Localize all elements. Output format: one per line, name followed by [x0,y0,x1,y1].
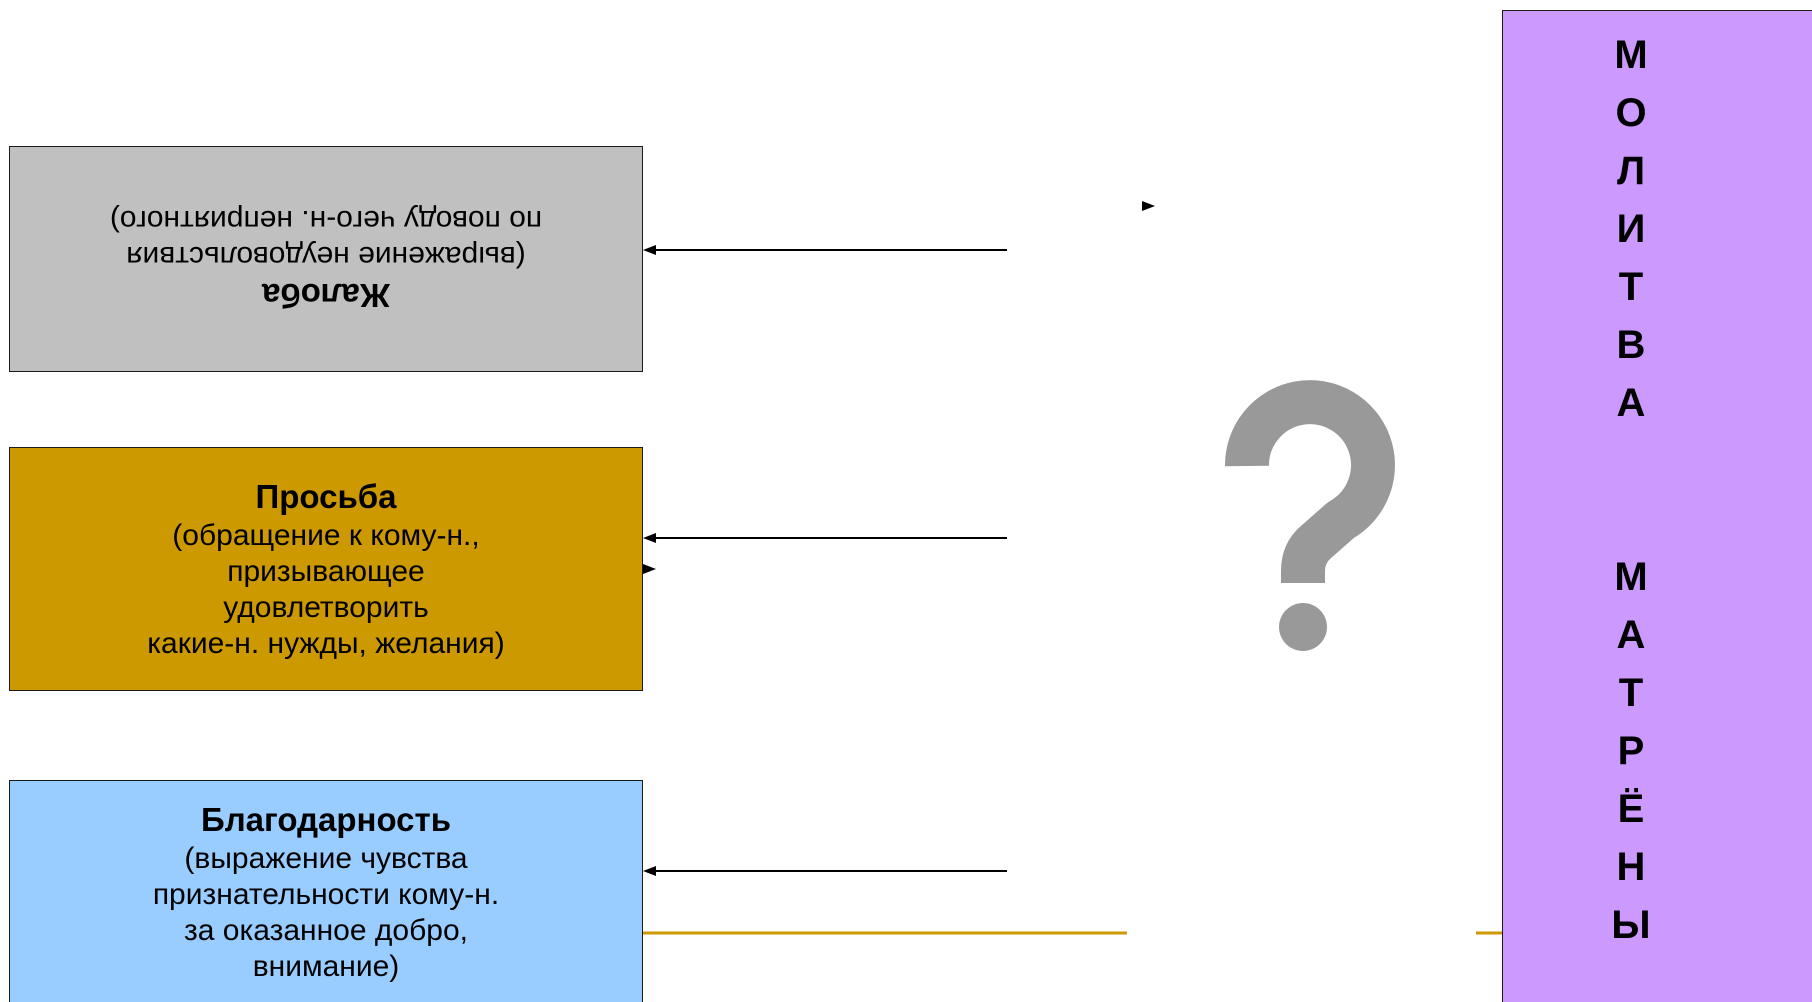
prayer-letter: О [1615,91,1647,135]
thanks-description-line-4: внимание) [252,949,400,983]
request-description-line-2: призывающее [227,555,425,588]
prayer-letter: И [1616,207,1646,251]
thanks-description-line-3: за оказанное добро, [184,913,468,947]
prayer-word: М О Л И Т В А [1503,26,1759,432]
prayer-bar: М О Л И Т В А М А Т Р Ё Н Ы [1502,10,1812,1002]
matrona-letter: Н [1616,845,1646,889]
thanks-description-line-2: признательности кому-н. [152,877,500,911]
prayer-letter: В [1616,323,1646,367]
matrona-letter: А [1616,613,1646,657]
small-arrowhead-top [1142,201,1155,211]
complaint-description-line-2: по поводу чего-н. неприятного) [109,204,543,237]
small-arrowhead-mid [643,564,656,574]
arrow-head-thanks [643,866,656,876]
thanks-title: Благодарность [201,800,451,838]
complaint-title: Жалоба [262,277,391,314]
prayer-letter: Л [1616,149,1646,193]
request-box: Просьба (обращение к кому-н., призывающе… [9,447,643,691]
prayer-letter: Т [1618,265,1644,309]
complaint-box: Жалоба (выражение неудовольствия по пово… [9,146,643,372]
matrona-letter: М [1614,555,1648,599]
request-description-line-3: удовлетворить [223,591,429,624]
prayer-letter: А [1616,381,1646,425]
matrona-letter: Т [1618,671,1644,715]
request-description-line-1: (обращение к кому-н., [172,519,480,552]
matrona-letter: Ё [1617,787,1645,831]
request-description-line-4: какие-н. нужды, желания) [147,627,505,660]
prayer-letter: М [1614,33,1648,77]
matrona-letter: Р [1617,729,1645,773]
arrow-head-request [643,533,656,543]
matrona-letter: Ы [1611,903,1651,947]
thanks-box: Благодарность (выражение чувства признат… [9,780,643,1002]
request-title: Просьба [255,478,397,515]
complaint-description-line-1: (выражение неудовольствия [126,240,526,273]
question-mark-icon [1224,380,1395,651]
matrona-word: М А Т Р Ё Н Ы [1503,548,1759,954]
thanks-description-line-1: (выражение чувства [184,841,468,875]
arrow-head-complaint [643,245,656,255]
